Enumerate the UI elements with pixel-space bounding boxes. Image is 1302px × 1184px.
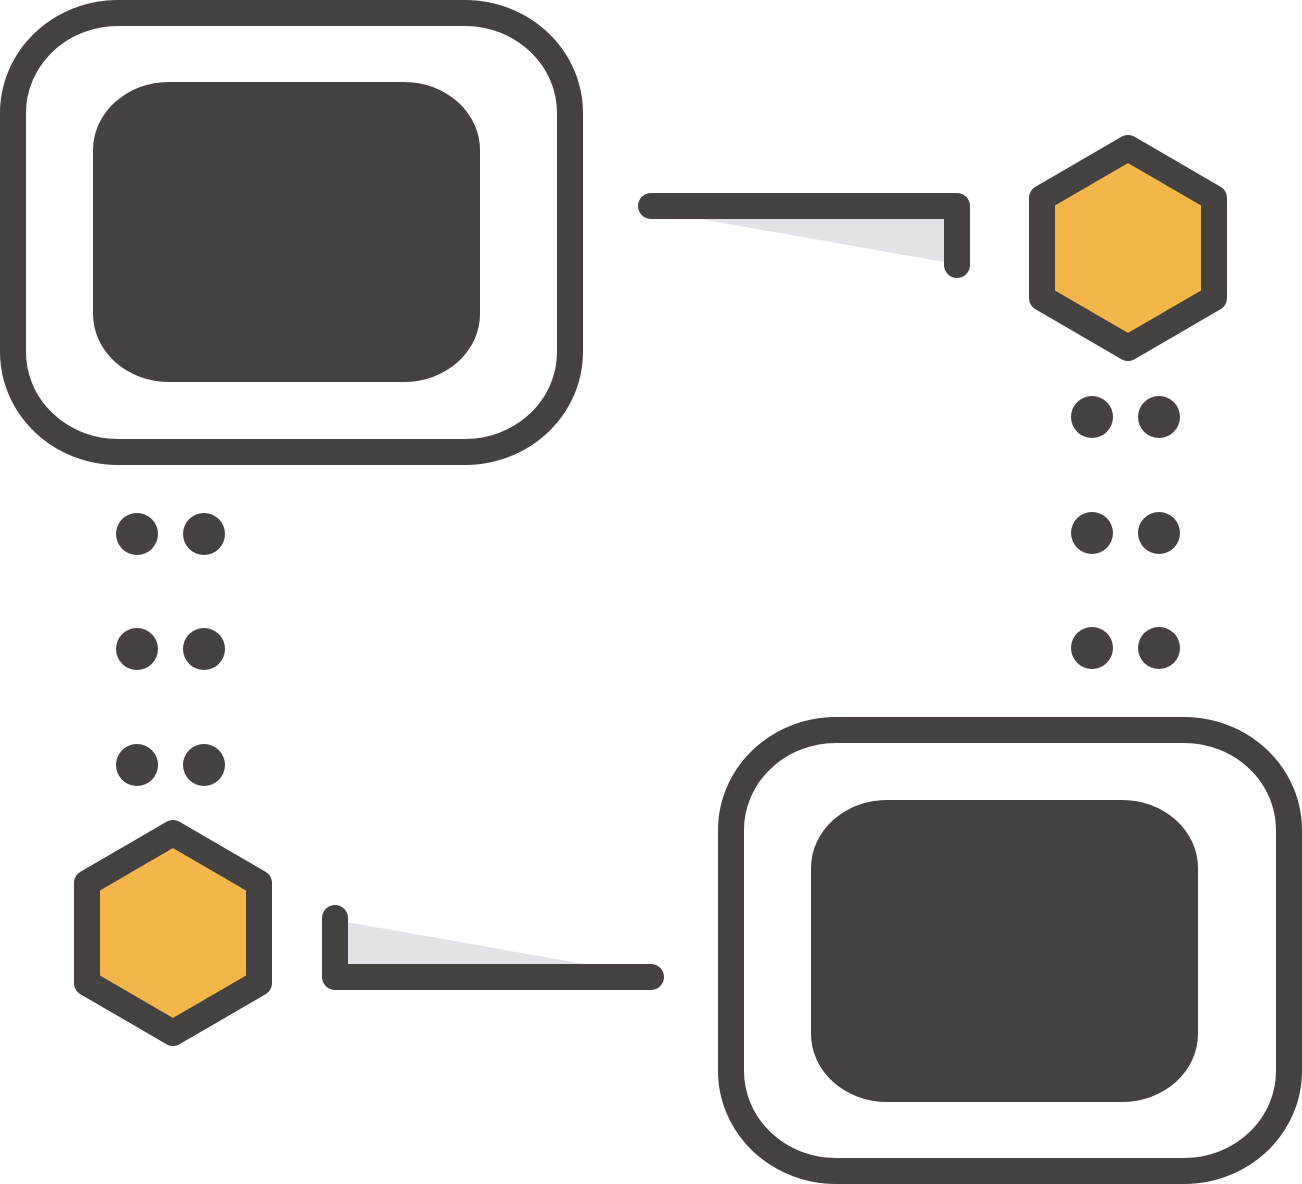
connector-shadow xyxy=(700,219,944,262)
device-screen-top-left xyxy=(0,0,583,465)
hexagon-node-bottom-left xyxy=(74,820,272,1046)
link-dot xyxy=(183,513,225,555)
connector-line xyxy=(322,905,664,990)
link-dot xyxy=(1071,627,1113,669)
link-dot xyxy=(1138,512,1180,554)
link-dot xyxy=(1138,627,1180,669)
connector-line xyxy=(638,193,970,278)
link-dot xyxy=(1071,396,1113,438)
link-dot xyxy=(116,513,158,555)
link-dot xyxy=(116,628,158,670)
link-dot xyxy=(1071,512,1113,554)
link-dot xyxy=(116,744,158,786)
device-display xyxy=(93,82,480,382)
link-dot xyxy=(1138,396,1180,438)
link-dot xyxy=(183,744,225,786)
connector-bottom xyxy=(322,905,664,990)
connector-shadow xyxy=(347,922,590,965)
hexagon-node-top-right xyxy=(1029,135,1227,361)
device-display xyxy=(811,800,1198,1102)
device-screen-bottom-right xyxy=(718,717,1302,1184)
connector-top xyxy=(638,193,970,278)
link-dot xyxy=(183,628,225,670)
dotted-links xyxy=(116,396,1180,786)
